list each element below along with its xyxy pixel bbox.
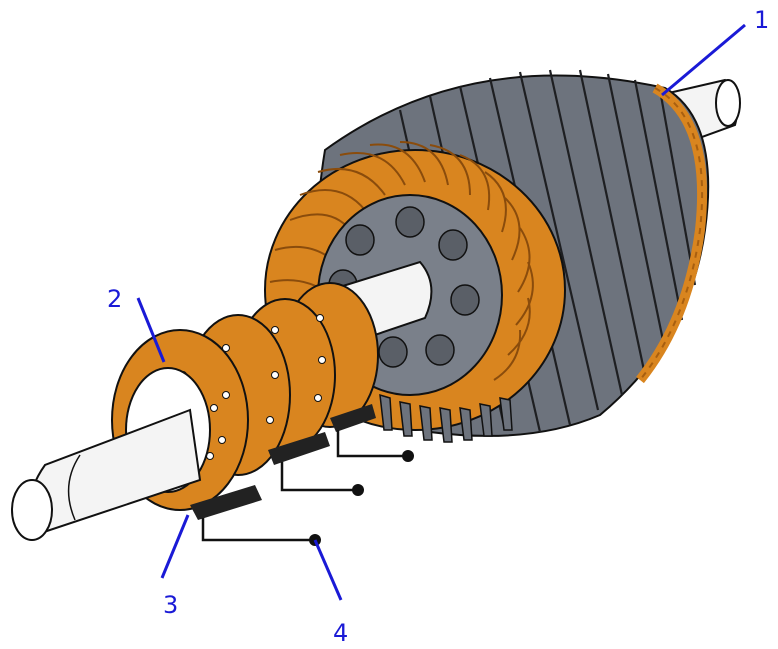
callout-number-4: 4: [333, 619, 348, 647]
callout-line-1: [661, 23, 746, 97]
shaft-front: [11, 408, 202, 541]
callout-number-2: 2: [107, 285, 122, 313]
brush-leads: [201, 430, 408, 542]
callout-lines: [136, 23, 746, 601]
terminal-dots: [309, 450, 414, 546]
callout-line-4: [313, 539, 343, 601]
callout-number-1: 1: [754, 6, 769, 34]
callout-number-3: 3: [163, 591, 178, 619]
brushes: [190, 404, 376, 520]
callout-line-2: [136, 297, 166, 363]
callout-line-3: [160, 514, 190, 579]
